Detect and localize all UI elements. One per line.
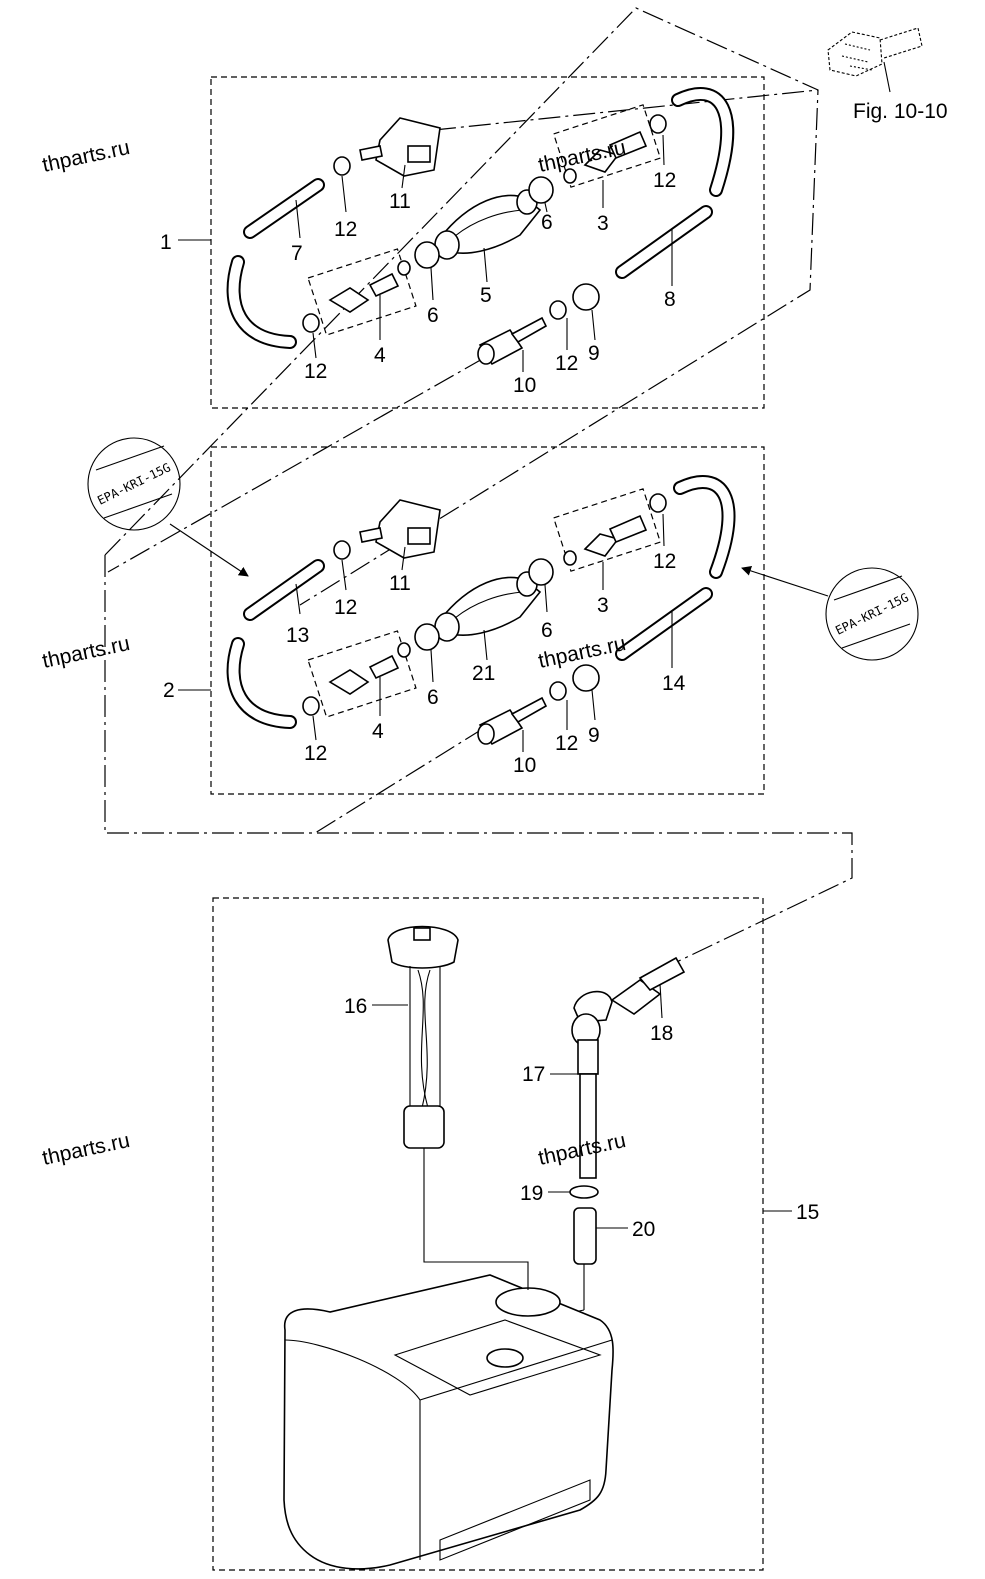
washer-6-left <box>414 241 440 269</box>
watermark-text: thparts.ru <box>40 1129 132 1170</box>
assembly-1-box <box>210 76 765 409</box>
callout-15[interactable]: 15 <box>796 1201 819 1224</box>
watermark-text: thparts.ru <box>40 136 132 177</box>
connector-sketch-icon <box>827 27 923 77</box>
fitting-10-2 <box>477 696 548 746</box>
fitting-3 <box>552 104 662 188</box>
callout-10[interactable]: 10 <box>513 374 536 397</box>
epa-stamp-right: EPA-KRI-15G <box>741 566 919 661</box>
tank-assembly-parts <box>283 925 686 1570</box>
callout-12[interactable]: 12 <box>334 218 357 241</box>
washer-6-right-2 <box>528 558 554 586</box>
callout-17[interactable]: 17 <box>522 1063 545 1086</box>
clip-12-a <box>333 156 351 176</box>
callout-11[interactable]: 11 <box>389 190 411 213</box>
assembly-2-leaders <box>178 513 673 752</box>
assembly-2-parts <box>226 475 736 746</box>
callout-21[interactable]: 21 <box>472 662 495 685</box>
washer-9-2 <box>572 664 600 692</box>
assembly-1-leaders <box>178 134 673 372</box>
clip-12-c <box>649 114 667 134</box>
epa-stamp-left: EPA-KRI-15G <box>87 437 249 577</box>
clip-12-d <box>549 300 567 320</box>
hose-12-lower <box>226 255 297 349</box>
clip-12-f <box>302 696 320 716</box>
callout-12[interactable]: 12 <box>304 360 327 383</box>
callout-6[interactable]: 6 <box>541 619 553 642</box>
callout-12[interactable]: 12 <box>653 550 676 573</box>
clip-12-h <box>549 681 567 701</box>
watermarks: thparts.ru thparts.ru thparts.ru thparts… <box>40 136 628 1170</box>
callout-10[interactable]: 10 <box>513 754 536 777</box>
assembly-2-labels: 2 3 4 6 6 9 10 11 12 12 12 12 12 13 14 2… <box>163 550 686 777</box>
pickup-tube-17 <box>571 990 613 1179</box>
fuel-gauge-16 <box>387 925 459 1149</box>
tank-leaders <box>372 983 792 1229</box>
fig-reference-label[interactable]: Fig. 10-10 <box>853 100 948 123</box>
tank-labels: 15 16 17 18 19 20 <box>344 995 819 1241</box>
clip-12-e <box>333 540 351 560</box>
callout-3[interactable]: 3 <box>597 594 609 617</box>
callout-9[interactable]: 9 <box>588 342 600 365</box>
assembly-1-parts <box>226 87 735 366</box>
tank-assembly-box <box>212 897 764 1571</box>
callout-3[interactable]: 3 <box>597 212 609 235</box>
callout-13[interactable]: 13 <box>286 624 309 647</box>
callout-4[interactable]: 4 <box>374 344 386 367</box>
epa-stamp-text: EPA-KRI-15G <box>95 460 173 507</box>
tank-connector-11 <box>359 117 441 177</box>
callout-11[interactable]: 11 <box>389 572 411 595</box>
washer-6-left-2 <box>414 623 440 651</box>
callout-7[interactable]: 7 <box>291 242 303 265</box>
fuel-tank-body <box>283 1274 614 1570</box>
fitting-3-2 <box>552 488 662 572</box>
callout-12[interactable]: 12 <box>334 596 357 619</box>
tank-connector-11-2 <box>359 499 441 559</box>
fitting-18 <box>610 956 686 1015</box>
callout-6[interactable]: 6 <box>541 211 553 234</box>
callout-12[interactable]: 12 <box>304 742 327 765</box>
primer-bulb-21 <box>434 571 542 642</box>
primer-bulb-5 <box>434 189 542 260</box>
callout-9[interactable]: 9 <box>588 724 600 747</box>
callout-5[interactable]: 5 <box>480 284 492 307</box>
callout-18[interactable]: 18 <box>650 1022 673 1045</box>
washer-9 <box>572 283 600 311</box>
washer-6-right <box>528 176 554 204</box>
callout-19[interactable]: 19 <box>520 1182 543 1205</box>
o-ring-19 <box>569 1185 599 1199</box>
fitting-4 <box>307 248 417 336</box>
fitting-4-2 <box>307 630 417 718</box>
fig-reference-leader <box>883 61 891 93</box>
assembly-1-labels: 1 3 4 5 6 6 7 8 9 10 11 12 12 12 12 <box>160 169 676 397</box>
clip-12-g <box>649 493 667 513</box>
fig-reference-group: Fig. 10-10 <box>827 27 948 123</box>
epa-stamp-text: EPA-KRI-15G <box>833 590 911 637</box>
callout-6[interactable]: 6 <box>427 686 439 709</box>
hose-lower-left <box>226 637 297 729</box>
callout-20[interactable]: 20 <box>632 1218 655 1241</box>
callout-6[interactable]: 6 <box>427 304 439 327</box>
callout-12[interactable]: 12 <box>555 732 578 755</box>
callout-14[interactable]: 14 <box>662 672 686 695</box>
connector-lines <box>104 7 853 971</box>
callout-12[interactable]: 12 <box>555 352 578 375</box>
fitting-10 <box>477 316 548 366</box>
clip-12-b <box>302 313 320 333</box>
callout-8[interactable]: 8 <box>664 288 676 311</box>
strainer-20 <box>573 1207 597 1265</box>
watermark-text: thparts.ru <box>40 632 132 673</box>
callout-4[interactable]: 4 <box>372 720 384 743</box>
callout-1[interactable]: 1 <box>160 231 172 254</box>
callout-2[interactable]: 2 <box>163 679 175 702</box>
watermark-text: thparts.ru <box>536 136 628 177</box>
callout-12[interactable]: 12 <box>653 169 676 192</box>
callout-16[interactable]: 16 <box>344 995 367 1018</box>
